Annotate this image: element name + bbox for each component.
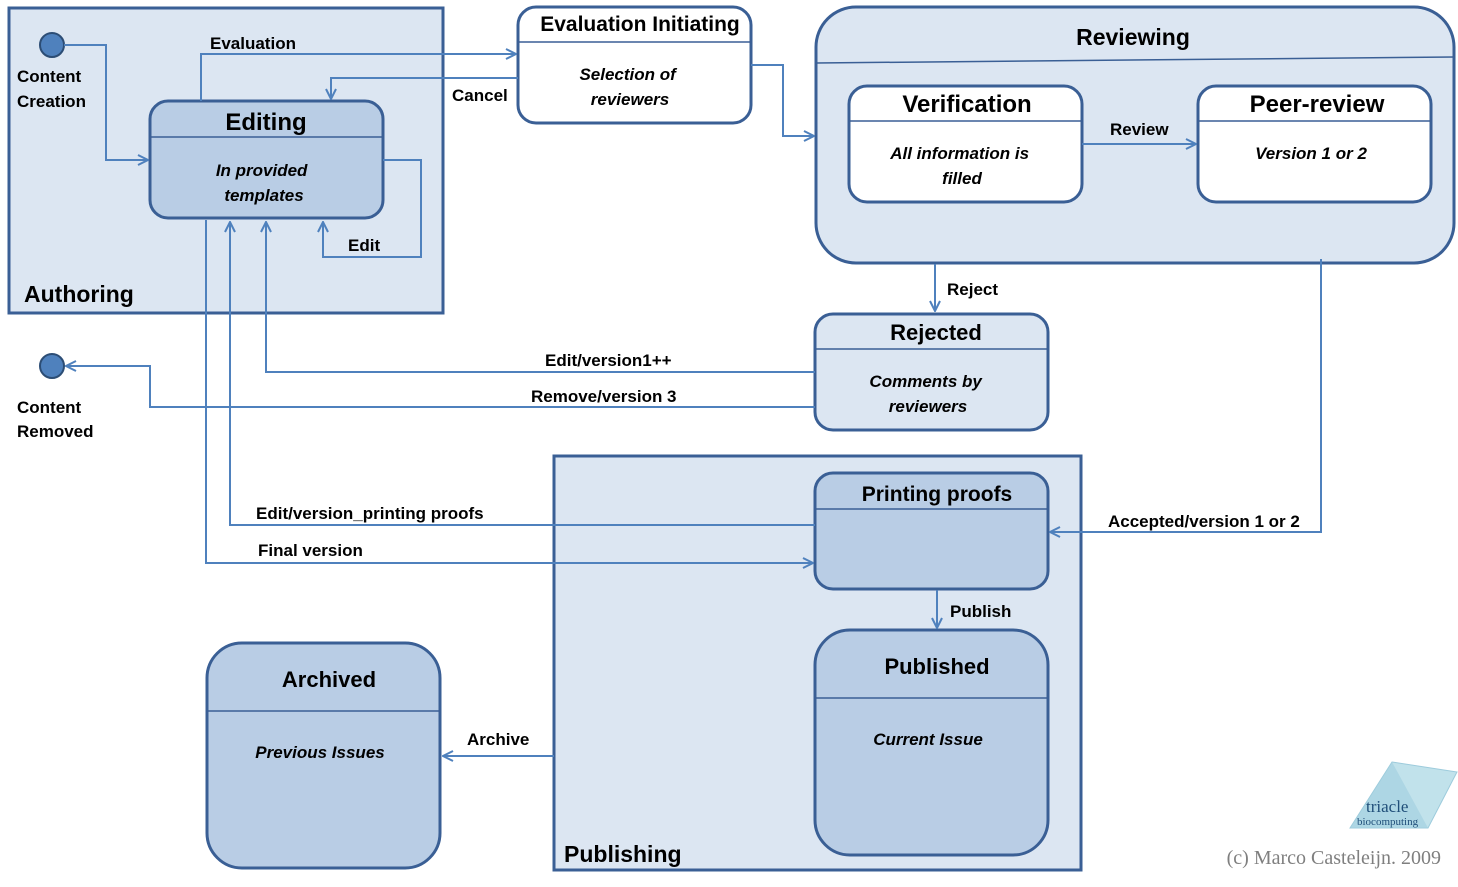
svg-text:Comments by reviewers: Comments by reviewers	[869, 372, 986, 416]
label-evaluation: Evaluation	[210, 34, 296, 53]
edge-cancel	[331, 77, 518, 99]
label-edit-printing: Edit/version_printing proofs	[256, 504, 484, 523]
label-publish: Publish	[950, 602, 1011, 621]
label-edit: Edit	[348, 236, 380, 255]
label-edit-version1: Edit/version1++	[545, 351, 672, 370]
svg-text:Selection of reviewers: Selection of reviewers	[579, 65, 680, 109]
label-cancel: Cancel	[452, 86, 508, 105]
svg-text:Evaluation Initiating: Evaluation Initiating	[540, 13, 740, 36]
label-review: Review	[1110, 120, 1169, 139]
svg-text:triacle: triacle	[1366, 797, 1408, 816]
edge-remove-version3	[66, 366, 815, 408]
content-creation-label: Content Creation	[17, 67, 86, 111]
content-removed-label: Content Removed	[17, 398, 94, 441]
state-printing-proofs: Printing proofs	[813, 471, 1050, 591]
svg-text:Printing proofs: Printing proofs	[862, 483, 1013, 506]
state-rejected: Rejected Comments by reviewers	[813, 312, 1050, 432]
label-archive: Archive	[467, 730, 529, 749]
reviewing-divider	[815, 56, 1455, 64]
edge-edit-self	[323, 159, 422, 258]
svg-text:Editing: Editing	[225, 109, 306, 136]
label-reject: Reject	[947, 280, 998, 299]
reviewing-group-label: Reviewing	[1076, 24, 1190, 50]
svg-text:Published: Published	[884, 654, 989, 679]
label-final-version: Final version	[258, 541, 363, 560]
content-creation-node	[39, 32, 65, 58]
svg-text:Peer-review: Peer-review	[1250, 91, 1385, 118]
svg-text:Current Issue: Current Issue	[873, 730, 983, 749]
content-removed-node	[39, 353, 65, 379]
edge-edit-version1	[266, 222, 815, 373]
edge-edit-printing	[230, 222, 815, 526]
svg-text:Rejected: Rejected	[890, 320, 982, 345]
label-accepted: Accepted/version 1 or 2	[1108, 512, 1300, 531]
svg-text:Archived: Archived	[282, 667, 376, 692]
svg-text:In provided templates: In provided templates	[216, 161, 312, 205]
edge-final-version	[205, 220, 813, 563]
state-verification: Verification All information is filled	[847, 84, 1084, 204]
state-editing: Editing In provided templates	[148, 99, 385, 220]
svg-text:biocomputing: biocomputing	[1357, 816, 1419, 828]
svg-text:All information is fille: All information is filled	[889, 144, 1034, 188]
edge-evaluation	[200, 54, 516, 101]
edge-to-reviewing	[751, 64, 814, 136]
publishing-group-label: Publishing	[564, 841, 682, 867]
label-remove-version3: Remove/version 3	[531, 387, 677, 406]
svg-text:Version 1 or 2: Version 1 or 2	[1255, 144, 1367, 163]
edge-accepted	[1050, 259, 1322, 532]
svg-text:Verification: Verification	[902, 91, 1031, 118]
triacle-logo: triacle biocomputing	[1349, 761, 1458, 829]
svg-text:Previous Issues: Previous Issues	[255, 743, 384, 762]
copyright-text: (c) Marco Casteleijn. 2009	[1227, 847, 1441, 869]
edge-creation-to-editing	[64, 44, 148, 160]
state-peer-review: Peer-review Version 1 or 2	[1196, 84, 1433, 204]
state-published: Published Current Issue	[813, 628, 1050, 857]
state-archived: Archived Previous Issues	[205, 641, 442, 870]
authoring-group-label: Authoring	[24, 281, 134, 307]
state-evaluation-initiating: Evaluation Initiating Selection of revie…	[516, 5, 753, 125]
